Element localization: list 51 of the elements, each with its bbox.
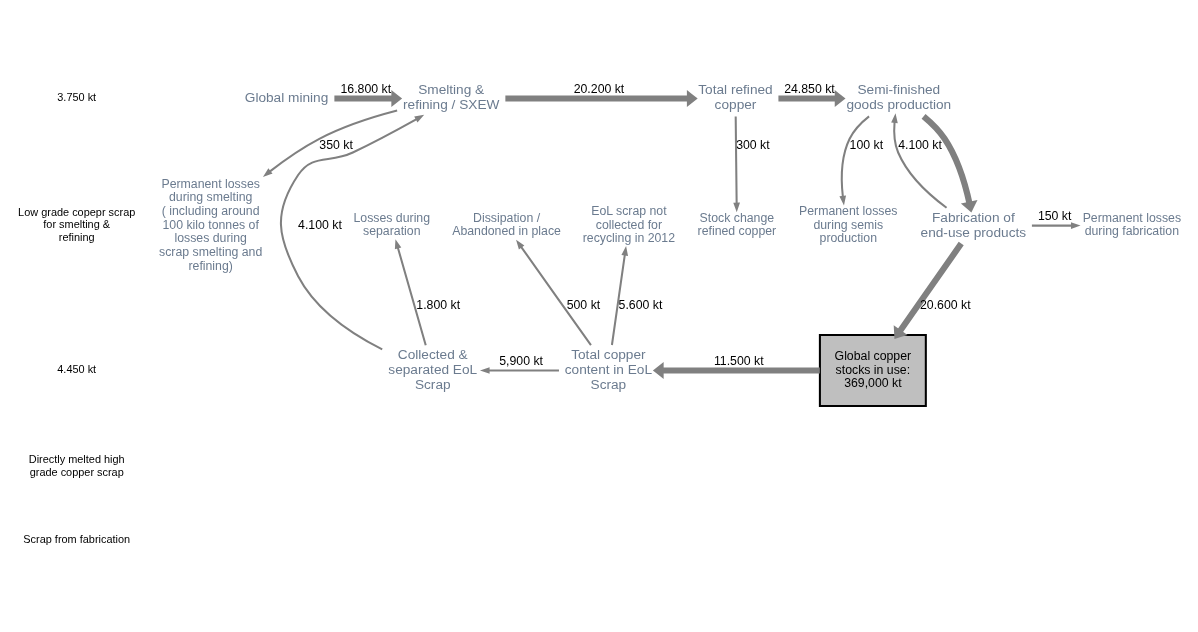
edge-label: 5.600 kt [618, 297, 663, 312]
node-text: Collected & separated EoL Scrap [388, 346, 478, 392]
arrow [610, 245, 629, 345]
node-text: Total copper content in EoL Scrap [564, 346, 653, 392]
arrow [891, 112, 948, 209]
node-text: Fabrication of end-use products [920, 209, 1027, 240]
node-text: Permanent losses during semis production [799, 203, 898, 245]
arrow [279, 114, 425, 350]
label: 4.450 kt [57, 362, 97, 375]
edge-label: 4.100 kt [298, 217, 342, 232]
node-text: Dissipation / Abandoned in place [452, 210, 561, 238]
node-text: Permanent losses during smelting ( including around 100 kilo tonnes of losses during scrap smelting and refining) [159, 176, 263, 273]
node-text: Smelting & refining / SXEW [403, 81, 500, 112]
edge-label: 16.800 kt [340, 81, 392, 96]
arrow [921, 113, 978, 212]
label: Scrap from fabrication [23, 532, 131, 545]
edge-label: 5,900 kt [499, 353, 543, 368]
arrow [394, 238, 427, 345]
label: 3.750 kt [57, 90, 97, 103]
edge-label: 20.600 kt [920, 297, 971, 312]
edge-label: 1.800 kt [416, 297, 461, 312]
arrow [505, 89, 698, 107]
label: Low grade copepr scrap for smelting & refining [18, 205, 136, 243]
arrow [733, 115, 740, 212]
edge-label: 300 kt [736, 137, 770, 152]
edge-label: 11.500 kt [713, 353, 764, 368]
label: Directly melted high grade copper scrap [28, 452, 125, 478]
arrow [334, 89, 403, 107]
node-box: Global copper stocks in use: 369,000 kt [818, 333, 927, 407]
arrow [778, 89, 846, 107]
edge-label: 150 kt [1037, 208, 1072, 223]
arrow [480, 366, 559, 374]
edge-label: 4.100 kt [898, 137, 942, 152]
node-text: Losses during separation [353, 210, 431, 238]
edge-label: 500 kt [566, 297, 601, 312]
edge-label: 24.850 kt [784, 81, 835, 96]
arrow [262, 109, 398, 177]
arrow [839, 115, 870, 205]
edge-label: 350 kt [319, 137, 353, 152]
node-text: Global mining [244, 89, 329, 105]
node-text: Semi-finished goods production [846, 81, 952, 112]
arrow [516, 239, 592, 346]
arrow [893, 241, 964, 339]
arrow [652, 361, 820, 379]
edge-label: 20.200 kt [573, 81, 625, 96]
node-text: Stock change refined copper [697, 210, 777, 238]
arrow [1031, 221, 1081, 229]
node-text: EoL scrap not collected for recycling in 2012 [582, 203, 676, 245]
edge-label: 100 kt [849, 137, 884, 152]
node-text: Total refined copper [698, 81, 773, 112]
node-text: Permanent losses during fabrication [1082, 210, 1182, 238]
